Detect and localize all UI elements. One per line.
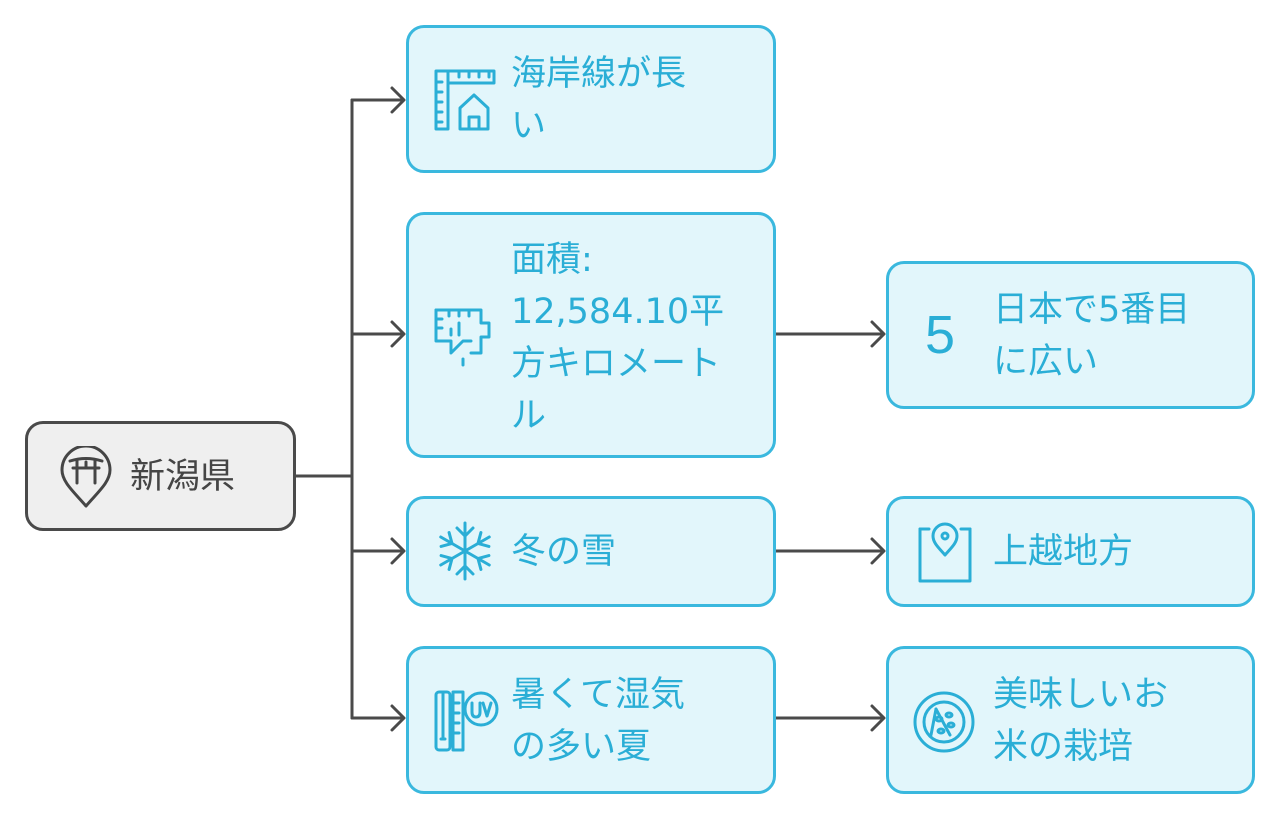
child-label-rice: 美味しいお 米の栽培: [993, 675, 1169, 767]
branch-node-area: 面積: 12,584.10平 方キロメート ル: [406, 212, 776, 458]
uv-thermometer-icon: [434, 690, 499, 752]
map-pin-icon: [918, 522, 972, 583]
branch-label-snow: 冬の雪: [511, 532, 617, 572]
root-node: 新潟県: [25, 421, 296, 531]
branch-node-snow: 冬の雪: [406, 496, 776, 607]
arrowhead-child-3: [870, 537, 886, 565]
torii-pin-icon: [60, 446, 112, 508]
rice-bowl-icon: [913, 691, 975, 753]
snowflake-icon: [439, 521, 491, 581]
branch-node-summer: 暑くて湿気 の多い夏: [406, 646, 776, 794]
child-label-rank: 日本で5番目 に広い: [993, 290, 1191, 382]
child-node-joetsu: 上越地方: [886, 496, 1255, 607]
ruler-house-icon: [434, 69, 496, 131]
child-node-rice: 美味しいお 米の栽培: [886, 646, 1255, 794]
branch-label-area: 面積: 12,584.10平 方キロメート ル: [511, 240, 725, 436]
arrowhead-branch-2: [390, 320, 406, 348]
number-five-icon: 5: [925, 305, 956, 365]
branch-label-coastline: 海岸線が長 い: [511, 54, 687, 146]
arrowhead-branch-1: [390, 86, 406, 114]
branch-node-coastline: 海岸線が長 い: [406, 25, 776, 173]
child-node-rank: 5 日本で5番目 に広い: [886, 261, 1255, 409]
area-measure-icon: [434, 308, 491, 367]
arrowhead-child-4: [870, 704, 886, 732]
branch-label-summer: 暑くて湿気 の多い夏: [511, 675, 685, 767]
arrowhead-child-2: [870, 320, 886, 348]
arrowhead-branch-3: [390, 537, 406, 565]
child-label-joetsu: 上越地方: [993, 532, 1134, 572]
arrowhead-branch-4: [390, 704, 406, 732]
root-label: 新潟県: [130, 457, 236, 497]
